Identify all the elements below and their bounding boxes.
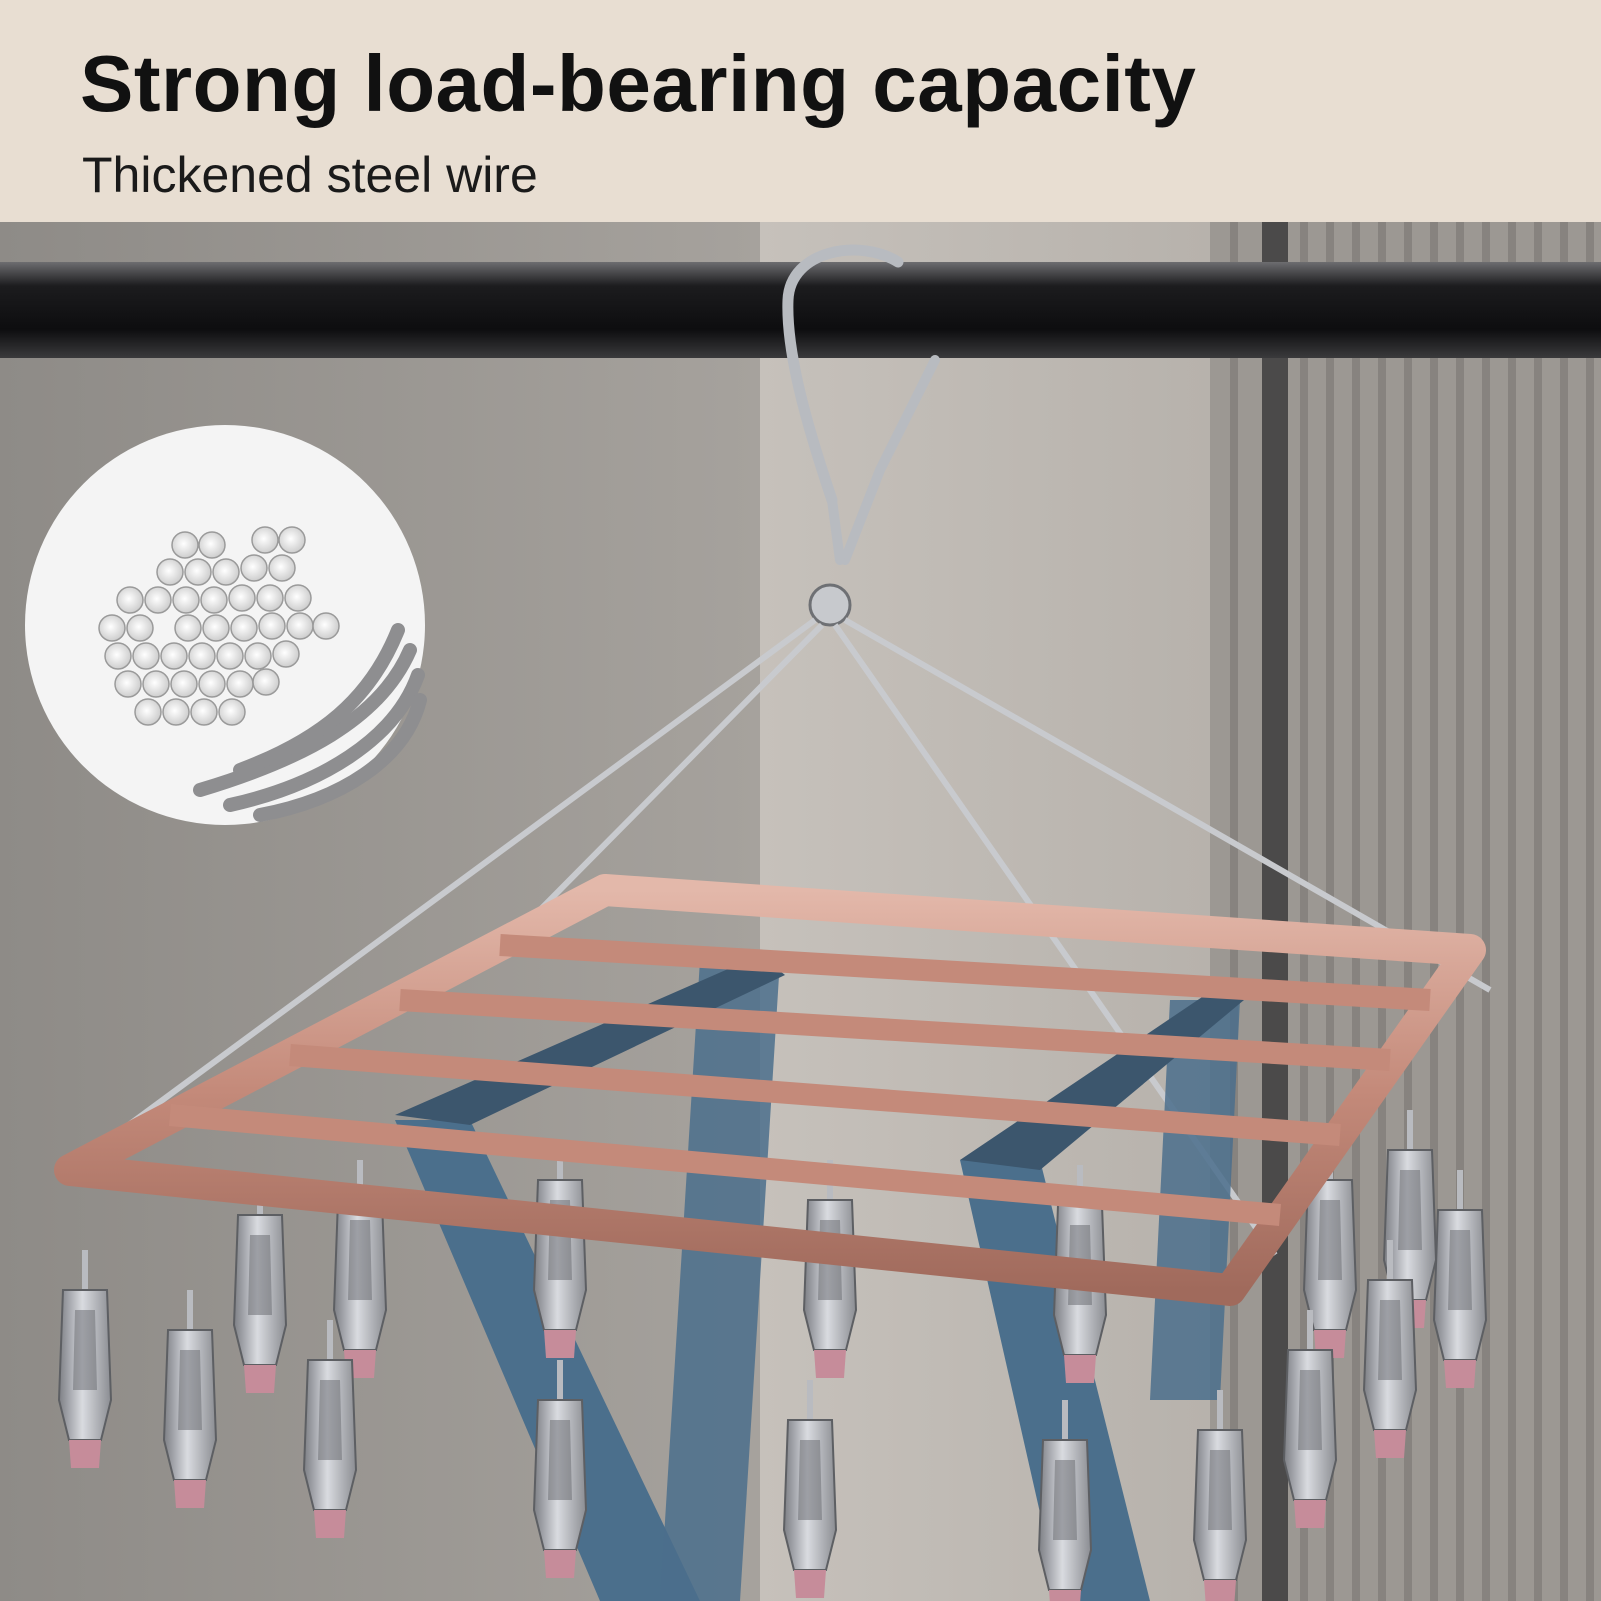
title-banner: Strong load-bearing capacity Thickened s… — [0, 0, 1601, 222]
rack-frame-icon — [54, 874, 1486, 1306]
steel-wire-cross-section-icon — [25, 425, 427, 825]
product-photo — [0, 222, 1601, 1601]
subheadline: Thickened steel wire — [82, 147, 538, 203]
swivel-hook-icon — [782, 244, 940, 565]
headline: Strong load-bearing capacity — [80, 39, 1197, 128]
